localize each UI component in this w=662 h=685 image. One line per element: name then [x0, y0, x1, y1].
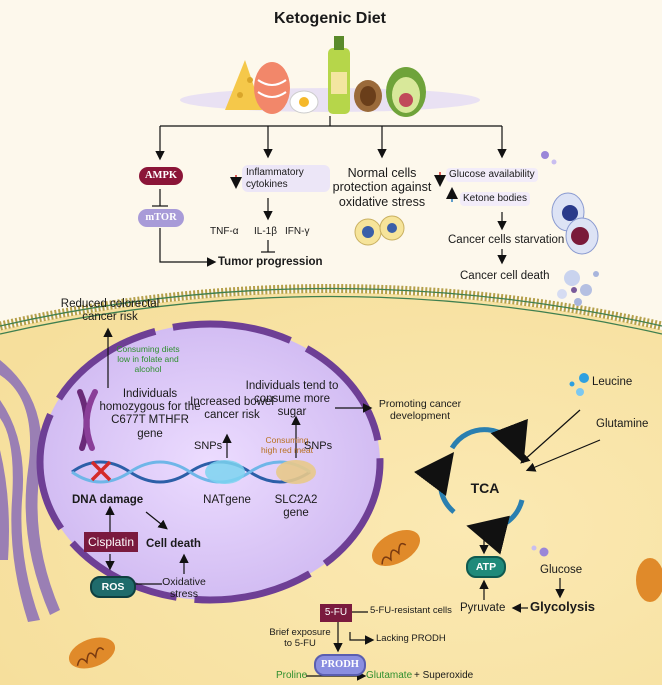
lacking-prodh-label: Lacking PRODH	[376, 633, 446, 644]
mitochondrion-icon	[371, 529, 421, 567]
glutamine-label: Glutamine	[596, 418, 649, 430]
tca-cycle	[413, 418, 528, 555]
ifn-gamma-label: IFN-γ	[285, 226, 310, 237]
oxidative-stress-label: Oxidative stress	[162, 576, 206, 601]
fu-resistant-label: 5-FU-resistant cells	[370, 605, 452, 616]
prodh-pill: PRODH	[314, 654, 366, 676]
folate-note-label: Consuming diets low in folate and alcoho…	[116, 344, 180, 374]
nucleus-connectors	[103, 327, 373, 585]
cancer-death-label: Cancer cell death	[460, 270, 550, 282]
slc-gene-marker	[276, 460, 316, 484]
red-meat-note-label: Consuming high red meat	[261, 435, 313, 455]
cell-death-label: Cell death	[146, 538, 201, 550]
atp-pill: ATP	[466, 556, 506, 578]
cisplatin-box: Cisplatin	[84, 532, 138, 552]
dead-cell-fragments-icon	[557, 270, 599, 306]
pyruvate-label: Pyruvate	[460, 602, 506, 614]
normal-cells-icon	[354, 215, 405, 246]
mtor-pill: mTOR	[138, 209, 184, 227]
normal-cells-label: Normal cells protection against oxidativ…	[332, 166, 432, 209]
glycolysis-label: Glycolysis	[530, 599, 596, 614]
ros-pill: ROS	[90, 576, 136, 598]
dna-helix	[71, 460, 316, 484]
food-illustration	[180, 36, 480, 117]
individuals-sugar-label: Individuals tend to consume more sugar	[245, 380, 339, 419]
inflammatory-cytokines-label: Inflammatory cytokines	[242, 165, 330, 192]
individuals-homozygous-label: Individuals homozygous for the C677T MTH…	[99, 388, 201, 440]
damage-x-icon	[90, 460, 112, 482]
tumor-progression-label: Tumor progression	[218, 256, 323, 268]
leucine-molecule-icon	[569, 373, 589, 396]
cancer-starvation-label: Cancer cells starvation	[448, 234, 565, 246]
top-distribution-lines	[155, 116, 507, 161]
fu-connectors	[306, 611, 375, 681]
brief-exposure-label: Brief exposure to 5-FU	[269, 627, 331, 649]
il1b-label: IL-1β	[254, 226, 277, 237]
superoxide-label: + Superoxide	[414, 670, 474, 681]
reduced-risk-label: Reduced colorectal cancer risk	[60, 298, 160, 324]
glucose-label: Glucose	[540, 564, 583, 576]
slc-gene-label: SLC2A2 gene	[274, 494, 318, 520]
ampk-pill: AMPK	[139, 167, 183, 185]
ampk-mtor-connectors	[152, 189, 217, 267]
mitochondrion-icon	[636, 558, 662, 602]
membrane-line-inner	[0, 295, 662, 335]
cheese-icon	[225, 60, 262, 110]
nuclear-envelope	[36, 320, 384, 604]
tca-label: TCA	[470, 480, 500, 496]
glucose-molecule-icon	[531, 545, 549, 557]
dna-damage-label: DNA damage	[72, 494, 144, 506]
glucose-molecule-icon	[541, 151, 557, 165]
tnf-alpha-label: TNF-α	[210, 226, 239, 237]
fu-box: 5-FU	[320, 604, 352, 622]
snps-right-label: SNPs	[304, 440, 333, 452]
inflammation-connectors	[261, 198, 507, 265]
metabolism-connectors	[479, 409, 601, 613]
glutamate-label: Glutamate	[366, 670, 413, 681]
chromosome-icon	[77, 389, 98, 451]
promoting-cancer-label: Promoting cancer development	[378, 398, 462, 423]
salmon-icon	[254, 62, 290, 114]
glucose-availability-label: Glucose availability	[446, 168, 538, 182]
increased-risk-label: Increased bowel cancer risk	[190, 396, 274, 422]
nat-gene-label: NATgene	[203, 494, 251, 506]
snps-left-label: SNPs	[194, 440, 223, 452]
proline-label: Proline	[276, 670, 308, 681]
membrane-line-outer	[0, 287, 662, 327]
diagram-title: Ketogenic Diet	[273, 10, 387, 27]
ketone-bodies-label: Ketone bodies	[460, 192, 530, 206]
mitochondrion-icon	[68, 637, 116, 669]
cancer-cells-icon	[551, 192, 599, 255]
leucine-label: Leucine	[592, 376, 633, 388]
nat-gene-marker	[205, 460, 245, 484]
endoplasmic-reticulum	[0, 360, 60, 622]
